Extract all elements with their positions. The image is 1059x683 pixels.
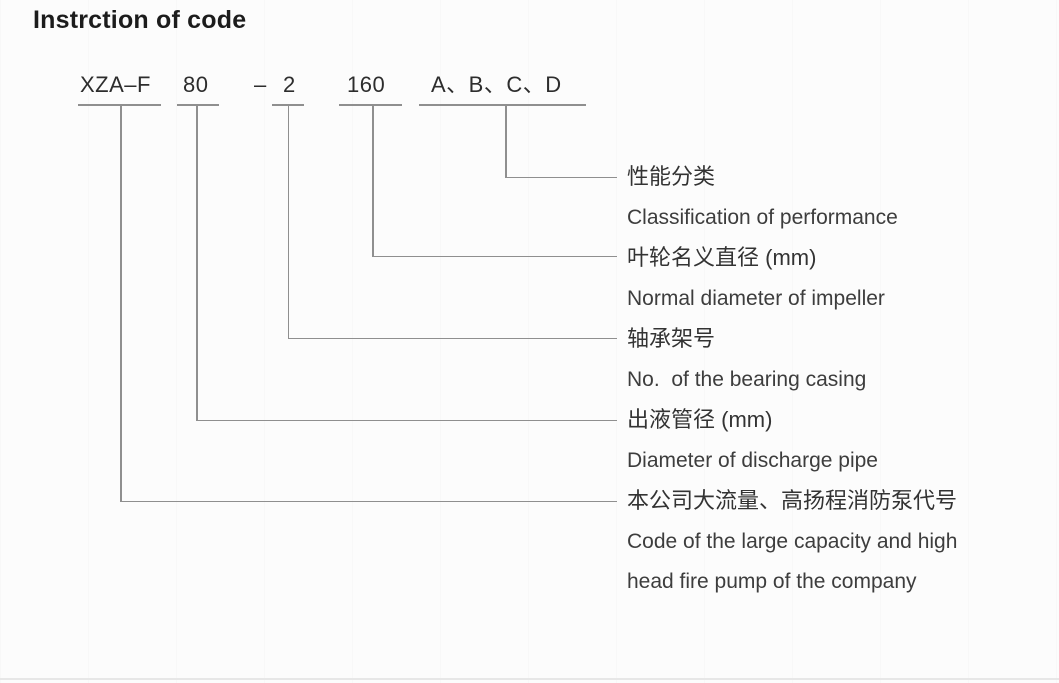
code-segment-company: XZA–F [80, 72, 151, 97]
code-segment-separator: – [254, 72, 267, 97]
label-en-bearing-casing: No. of the bearing casing [627, 367, 867, 391]
underline-discharge-diameter [177, 104, 219, 106]
page-bottom-divider [0, 678, 1059, 680]
underline-company-code [78, 104, 161, 106]
labels-column: 性能分类 Classification of performance 叶轮名义直… [627, 157, 1005, 603]
leader-horizontal-discharge-diameter [196, 419, 617, 421]
leader-horizontal-company-code [120, 500, 617, 502]
code-segment-bearing-casing: 2 [283, 72, 296, 97]
code-segment-discharge-diameter: 80 [183, 72, 209, 97]
label-en-impeller-diameter: Normal diameter of impeller [627, 286, 885, 310]
label-bearing-casing: 轴承架号 No. of the bearing casing [627, 319, 1005, 400]
leader-vertical-company-code [120, 104, 122, 502]
leader-vertical-impeller-diameter [372, 104, 374, 257]
underline-performance-class [419, 104, 586, 106]
label-zh-discharge-diameter: 出液管径 (mm) [627, 407, 773, 432]
label-zh-performance-class: 性能分类 [627, 164, 716, 189]
leader-vertical-discharge-diameter [196, 104, 198, 421]
code-segment-performance-class: A、B、C、D [431, 72, 562, 97]
label-zh-company-code: 本公司大流量、高扬程消防泵代号 [627, 488, 958, 513]
label-en-company-code: Code of the large capacity and high head… [627, 529, 964, 594]
label-discharge-diameter: 出液管径 (mm) Diameter of discharge pipe [627, 400, 1005, 481]
label-en-performance-class: Classification of performance [627, 205, 898, 229]
label-performance-class: 性能分类 Classification of performance [627, 157, 1005, 238]
label-impeller-diameter: 叶轮名义直径 (mm) Normal diameter of impeller [627, 238, 1005, 319]
code-segment-impeller-diameter: 160 [347, 72, 386, 97]
label-company-code: 本公司大流量、高扬程消防泵代号 Code of the large capaci… [627, 481, 1005, 603]
page-title: Instrction of code [33, 6, 247, 34]
underline-impeller-diameter [339, 104, 402, 106]
label-zh-impeller-diameter: 叶轮名义直径 (mm) [627, 245, 817, 270]
leader-horizontal-bearing-casing [287, 337, 617, 339]
leader-vertical-bearing-casing [287, 104, 289, 339]
leader-vertical-performance-class [505, 104, 507, 178]
label-zh-bearing-casing: 轴承架号 [627, 326, 716, 351]
leader-horizontal-impeller-diameter [372, 255, 617, 257]
leader-horizontal-performance-class [505, 176, 617, 178]
label-en-discharge-diameter: Diameter of discharge pipe [627, 448, 878, 472]
